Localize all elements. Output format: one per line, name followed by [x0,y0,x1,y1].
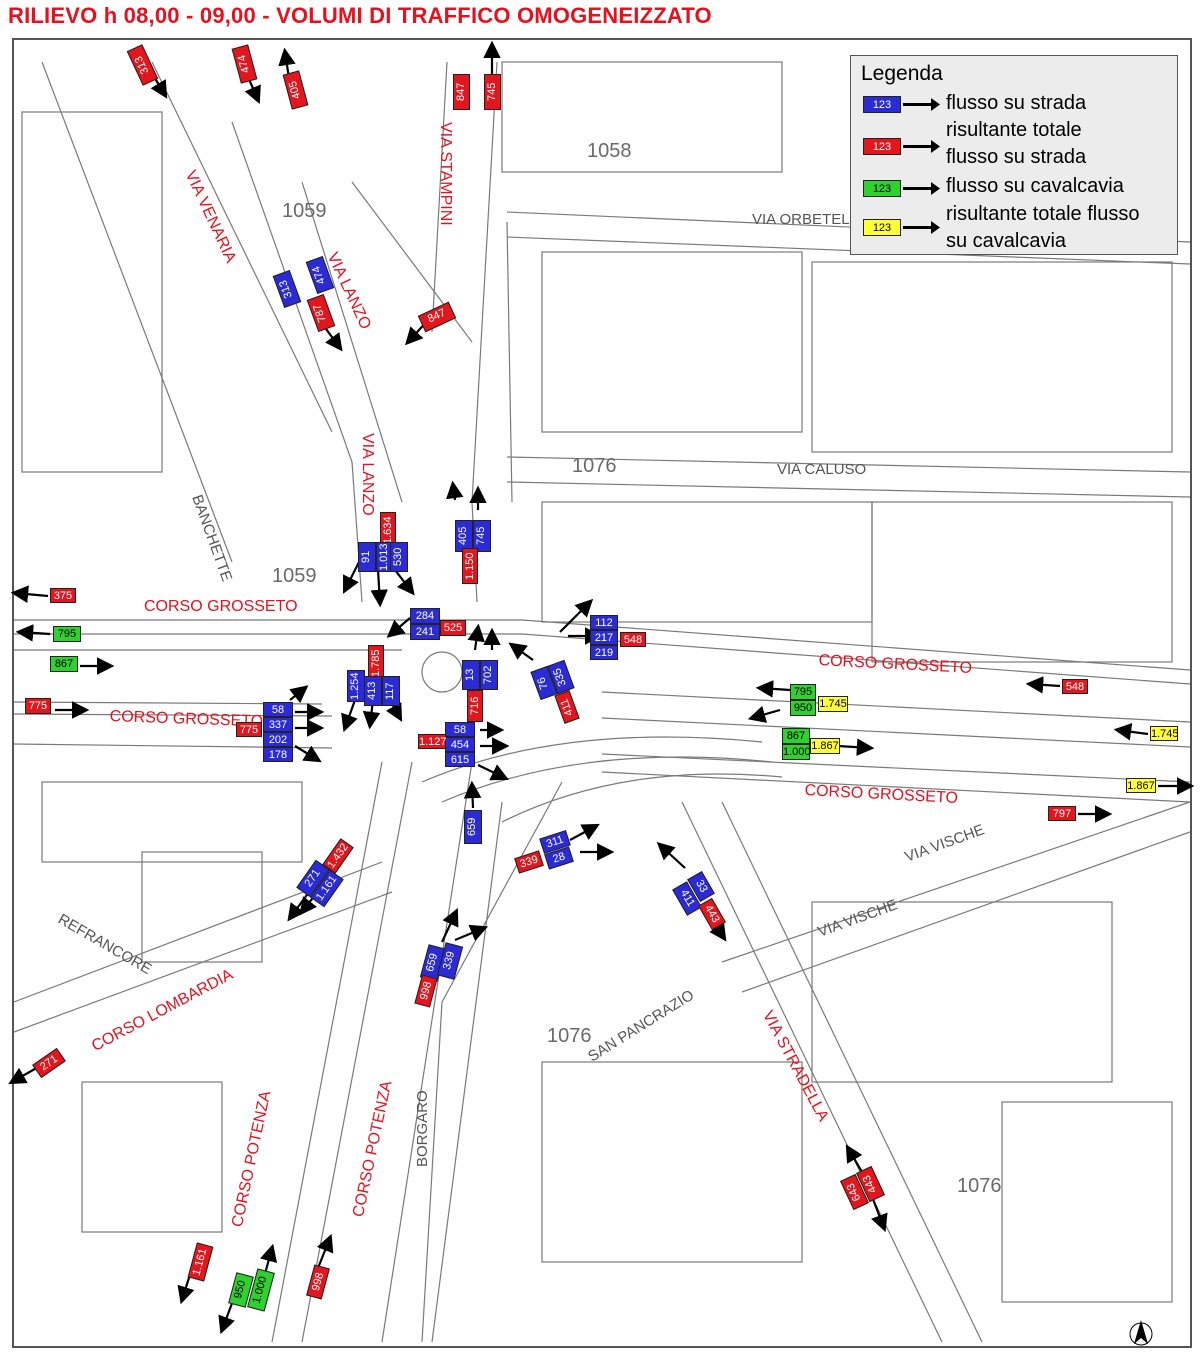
legend-swatch-green: 123 [863,180,901,197]
flow-box: 950 [790,700,816,716]
flow-box: 202 [263,732,293,747]
legend-swatch-blue: 123 [863,96,901,113]
map-title: RILIEVO h 08,00 - 09,00 - VOLUMI DI TRAF… [8,3,712,28]
flow-box: 241 [410,624,440,640]
flow-box: 1.127 [418,734,447,749]
legend-label-green: flusso su cavalcavia [946,175,1124,197]
flow-box: 797 [1048,806,1076,821]
flow-box: 13 [462,660,480,690]
flow-box: 716 [467,690,483,722]
legend-arrow-icon [903,182,940,195]
svg-text:1076: 1076 [957,1175,1002,1197]
legend-label-blue: flusso su strada [946,92,1087,114]
flow-box: 284 [410,608,440,624]
flow-box: 548 [1062,679,1088,694]
flow-box: 58 [263,702,293,717]
flow-box: 117 [382,676,400,706]
flow-box: 775 [236,722,262,737]
flow-box: 1.254 [347,670,365,702]
svg-text:1059: 1059 [282,200,327,222]
flow-box: 867 [782,728,810,744]
legend-label-red-1: risultante totale [946,119,1082,141]
flow-box: 702 [480,660,498,690]
flow-box: 1.150 [462,548,478,584]
legend: Legenda 123 flusso su strada risultante … [850,55,1178,255]
flow-box: 1.745 [1150,726,1179,741]
flow-box: 112 [590,615,618,630]
svg-text:1076: 1076 [572,455,617,477]
legend-arrow-icon [903,221,940,234]
flow-box: 1.745 [818,696,848,712]
flow-box: 217 [590,630,618,645]
svg-text:VIA CALUSO: VIA CALUSO [777,461,866,478]
legend-arrow-icon [903,98,940,111]
flow-box: 178 [263,747,293,762]
flow-box: 219 [590,645,618,660]
flow-box: 1.867 [810,738,840,754]
flow-box: 795 [53,626,81,642]
flow-box: 615 [445,752,475,767]
legend-arrow-icon [903,140,940,153]
legend-title: Legenda [861,62,943,85]
legend-swatch-yellow: 123 [863,219,901,236]
flow-box: 530 [390,542,408,572]
flow-box: 413 [364,676,382,706]
svg-text:1076: 1076 [547,1025,592,1047]
flow-box: 1.867 [1126,778,1156,793]
flow-box: 525 [440,620,466,636]
flow-box: 867 [50,656,78,672]
svg-text:1059: 1059 [272,565,317,587]
street-corso-grosseto-nw: CORSO GROSSETO [144,598,298,615]
legend-label-red-2: flusso su strada [946,146,1087,168]
svg-text:BORGARO: BORGARO [414,1090,431,1167]
flow-box: 454 [445,737,475,752]
flow-box: 1.000 [782,744,811,760]
flow-box: 795 [790,684,816,700]
traffic-map: 1059 1058 1076 1059 1076 1076 VIA ORBETE… [12,38,1192,1348]
flow-box: 58 [445,722,475,737]
legend-label-yellow-2: su cavalcavia [946,230,1067,252]
base-map: 1059 1058 1076 1059 1076 1076 VIA ORBETE… [14,61,1190,1343]
legend-swatch-red: 123 [863,138,901,155]
flow-box: 337 [263,717,293,732]
legend-label-yellow-1: risultante totale flusso [946,203,1140,225]
north-arrow-icon [1129,1320,1153,1346]
flow-box: 847 [453,74,470,110]
flow-box: 91 [358,542,376,572]
flow-box: 775 [25,698,51,714]
flow-box: 745 [484,74,501,110]
flow-box: 375 [50,588,76,603]
svg-text:VIA ORBETELLO: VIA ORBETELLO [752,211,870,228]
svg-text:1058: 1058 [587,140,632,162]
flow-box: 548 [620,632,646,647]
flow-box: 659 [464,810,482,844]
